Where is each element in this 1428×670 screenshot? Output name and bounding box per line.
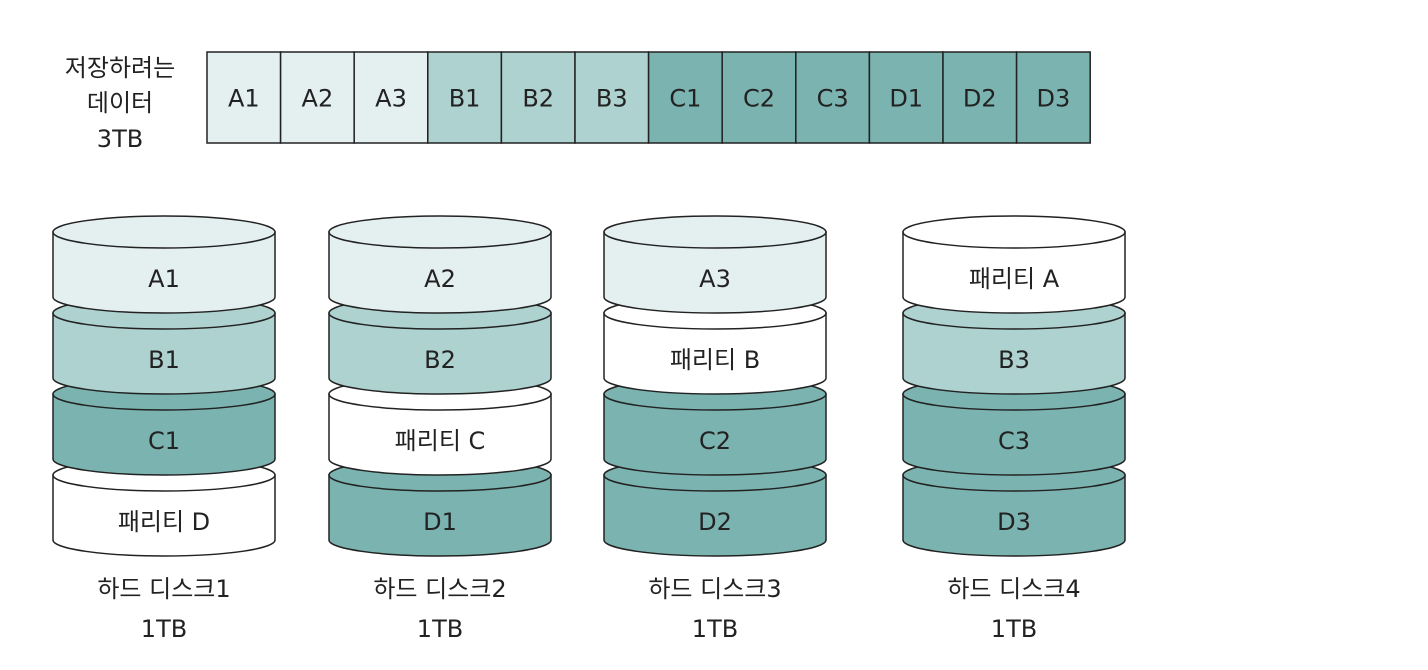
disk-layer-label: A2 (424, 265, 456, 293)
data-block: D2 (942, 51, 1018, 144)
data-block: A2 (279, 51, 355, 144)
hard-disk: D1 패리티 C B2 A2 하드 디스크2 1TB (328, 215, 552, 643)
hard-disk-size: 1TB (692, 615, 738, 643)
data-block-label: A2 (302, 85, 334, 113)
disk-layer-label: 패리티 C (395, 427, 486, 455)
data-strip-label-line: 데이터 (87, 89, 153, 117)
disk-layer: A3 (603, 215, 827, 314)
data-block: D3 (1015, 51, 1091, 144)
data-block-label: C1 (669, 85, 701, 113)
data-block: C1 (647, 51, 723, 144)
disk-layer-label: B2 (424, 346, 456, 374)
data-strip-label-line: 3TB (97, 125, 143, 153)
data-block: A3 (353, 51, 429, 144)
hard-disk-name: 하드 디스크4 (947, 575, 1080, 603)
hard-disk: 패리티 D C1 B1 A1 하드 디스크1 1TB (52, 215, 276, 643)
disk-layer-label: D1 (423, 508, 457, 536)
disk-layer-label: D2 (698, 508, 732, 536)
data-block-label: B2 (522, 85, 554, 113)
data-block: B2 (500, 51, 576, 144)
hard-disk-size: 1TB (141, 615, 187, 643)
data-block: C3 (795, 51, 871, 144)
hard-disk: D3 C3 B3 패리티 A 하드 디스크4 1TB (902, 215, 1126, 643)
disk-array: 패리티 D C1 B1 A1 하드 디스크1 1TB D1 패리티 C B2 A2 하드 디스크2 1… (52, 215, 1126, 643)
hard-disk-name: 하드 디스크3 (648, 575, 781, 603)
disk-layer-label: 패리티 B (670, 346, 760, 374)
disk-layer-label: C1 (148, 427, 180, 455)
hard-disk-name: 하드 디스크2 (373, 575, 506, 603)
data-block: D1 (868, 51, 944, 144)
data-block-label: C2 (743, 85, 775, 113)
data-block-label: D2 (963, 85, 997, 113)
data-block: A1 (206, 51, 282, 144)
data-block-label: B1 (449, 85, 481, 113)
disk-layer-label: 패리티 A (969, 265, 1060, 293)
data-strip-label-line: 저장하려는 (65, 54, 175, 82)
data-block: C2 (721, 51, 797, 144)
data-block-label: A1 (228, 85, 260, 113)
data-block: B1 (427, 51, 503, 144)
disk-layer: A2 (328, 215, 552, 314)
disk-layer: A1 (52, 215, 276, 314)
data-block-label: B3 (596, 85, 628, 113)
disk-layer: 패리티 A (902, 215, 1126, 314)
hard-disk-size: 1TB (417, 615, 463, 643)
disk-layer-label: C3 (998, 427, 1030, 455)
disk-layer-label: A1 (148, 265, 180, 293)
data-strip: A1 A2 A3 B1 B2 B3 C1 C2 C3 D1 D2 D3 (206, 51, 1091, 144)
data-block-label: A3 (375, 85, 407, 113)
hard-disk-size: 1TB (991, 615, 1037, 643)
data-block: B3 (574, 51, 650, 144)
disk-layer-label: C2 (699, 427, 731, 455)
data-block-label: C3 (817, 85, 849, 113)
disk-layer-label: B3 (998, 346, 1030, 374)
hard-disk-name: 하드 디스크1 (97, 575, 230, 603)
disk-layer-label: 패리티 D (118, 508, 210, 536)
data-block-label: D1 (889, 85, 923, 113)
disk-layer-label: A3 (699, 265, 731, 293)
data-block-label: D3 (1037, 85, 1071, 113)
disk-layer-label: B1 (148, 346, 180, 374)
hard-disk: D2 C2 패리티 B A3 하드 디스크3 1TB (603, 215, 827, 643)
disk-layer-label: D3 (997, 508, 1031, 536)
